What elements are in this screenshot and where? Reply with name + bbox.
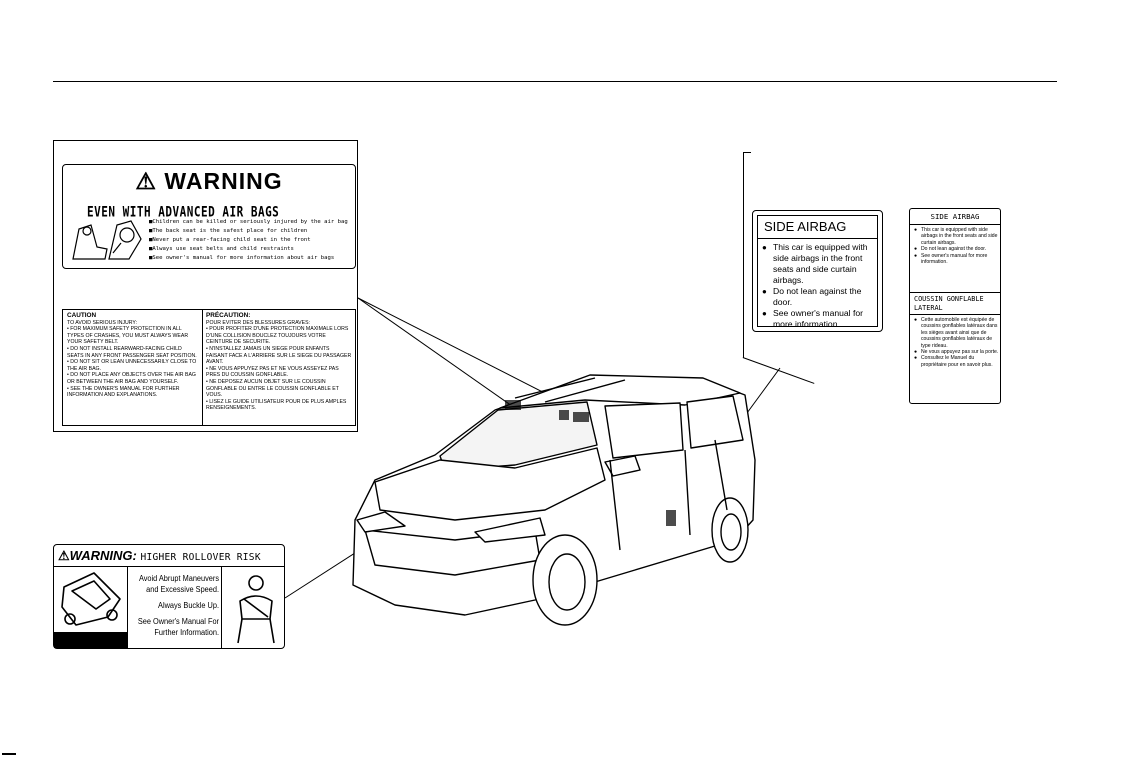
rollover-instructions: Avoid Abrupt Maneuvers and Excessive Spe… bbox=[136, 573, 219, 643]
coussin-item: Consultez le Manuel du propriétaire pour… bbox=[914, 355, 1000, 368]
header-rule bbox=[53, 81, 1057, 82]
coussin-list: Cette automobile est équipée de coussins… bbox=[914, 317, 1000, 368]
rollover-line: Avoid Abrupt Maneuvers and Excessive Spe… bbox=[138, 574, 219, 594]
callout-bracket bbox=[743, 152, 744, 358]
child-seat-icon bbox=[72, 220, 142, 260]
side-airbag-item: Do not lean against the door. bbox=[762, 286, 876, 308]
caution-item: • SEE THE OWNER'S MANUAL FOR FURTHER INF… bbox=[67, 385, 180, 399]
caution-english: CAUTION TO AVOID SERIOUS INJURY: • FOR M… bbox=[67, 312, 199, 399]
rollover-ground-bar bbox=[54, 632, 127, 648]
side-airbag-title: SIDE AIRBAG bbox=[764, 219, 847, 234]
side-airbag-label-frame: SIDE AIRBAG This car is equipped with si… bbox=[757, 215, 878, 330]
side-airbag-item: See owner's manual for more information. bbox=[914, 253, 1000, 266]
precaution-item: • NE VOUS APPUYEZ PAS ET NE VOUS ASSEYEZ… bbox=[206, 365, 339, 379]
caution-item: • DO NOT INSTALL REARWARD-FACING CHILD S… bbox=[67, 345, 197, 359]
divider bbox=[758, 238, 877, 239]
coussin-title-line2: LATERAL bbox=[914, 304, 943, 312]
warning-item: The back seat is the safest place for ch… bbox=[149, 227, 348, 236]
warning-item: Children can be killed or seriously inju… bbox=[149, 218, 347, 227]
warning-item: Always use seat belts and child restrain… bbox=[149, 245, 348, 254]
vehicle-illustration bbox=[352, 374, 756, 626]
caution-item: • DO NOT SIT OR LEAN UNNECESSARILY CLOSE… bbox=[67, 359, 197, 372]
rollover-warning-label: ⚠WARNING: HIGHER ROLLOVER RISK Avoid Abr… bbox=[53, 544, 285, 649]
precaution-item: • LISEZ LE GUIDE UTILISATEUR POUR DE PLU… bbox=[206, 398, 347, 412]
side-airbag-item: Do not lean against the door. bbox=[914, 246, 1000, 253]
divider bbox=[910, 314, 1000, 315]
caution-heading: TO AVOID SERIOUS INJURY: bbox=[67, 319, 138, 326]
divider bbox=[54, 566, 284, 567]
caution-label: CAUTION TO AVOID SERIOUS INJURY: • FOR M… bbox=[62, 309, 356, 426]
side-airbag-list: This car is equipped with side airbags i… bbox=[914, 227, 1000, 265]
side-airbag-list: This car is equipped with side airbags i… bbox=[762, 242, 876, 330]
caution-title: CAUTION bbox=[67, 312, 97, 319]
side-airbag-item: See owner's manual for more information. bbox=[762, 308, 876, 330]
callout-bracket-top bbox=[743, 152, 751, 153]
warning-item: Never put a rear-facing child seat in th… bbox=[149, 236, 348, 245]
precaution-item: • POUR PROFITER D'UNE PROTECTION MAXIMAL… bbox=[206, 326, 349, 346]
divider bbox=[221, 566, 222, 648]
coussin-item: Cette automobile est équipée de coussins… bbox=[914, 317, 1000, 349]
side-airbag-label-english: SIDE AIRBAG This car is equipped with si… bbox=[752, 210, 883, 332]
precaution-item: • N'INSTALLEZ JAMAIS UN SIEGE POUR ENFAN… bbox=[206, 345, 352, 366]
seatbelt-person-icon bbox=[237, 575, 275, 644]
precaution-heading: POUR EVITER DES BLESSURES GRAVES: bbox=[206, 319, 310, 326]
coussin-title-line1: COUSSIN GONFLABLE bbox=[914, 295, 984, 303]
warning-triangle-icon: ⚠ bbox=[135, 168, 158, 194]
side-airbag-title: SIDE AIRBAG bbox=[930, 212, 980, 221]
warning-item: See owner's manual for more information … bbox=[149, 254, 348, 263]
divider bbox=[127, 566, 128, 648]
page-marker bbox=[2, 753, 16, 755]
rollover-line: See Owner's Manual For Further Informati… bbox=[137, 617, 219, 637]
caution-item: • DO NOT PLACE ANY OBJECTS OVER THE AIR … bbox=[67, 372, 196, 385]
warning-subtitle: EVEN WITH ADVANCED AIR BAGS bbox=[87, 204, 280, 221]
divider bbox=[910, 292, 1000, 293]
rollover-risk-text: HIGHER ROLLOVER RISK bbox=[140, 552, 261, 563]
side-airbag-item: This car is equipped with side airbags i… bbox=[762, 242, 876, 286]
rollover-warning-word: WARNING: bbox=[69, 548, 137, 563]
rollover-header: ⚠WARNING: HIGHER ROLLOVER RISK bbox=[58, 548, 261, 564]
side-airbag-label-bilingual: SIDE AIRBAG This car is equipped with si… bbox=[909, 208, 1001, 404]
advanced-airbag-warning-label: ⚠ WARNING EVEN WITH ADVANCED AIR BAGS Ch… bbox=[62, 164, 356, 269]
airbag-labels-panel bbox=[53, 140, 358, 432]
caution-divider bbox=[202, 310, 203, 425]
rollover-line: Always Buckle Up. bbox=[158, 601, 219, 610]
warning-list: Children can be killed or seriously inju… bbox=[149, 218, 348, 263]
warning-triangle-icon: ⚠ bbox=[58, 548, 70, 563]
caution-item: • FOR MAXIMUM SAFETY PROTECTION IN ALL T… bbox=[67, 326, 189, 346]
precaution-title: PRÉCAUTION: bbox=[206, 312, 251, 319]
side-airbag-item: This car is equipped with side airbags i… bbox=[914, 227, 1000, 246]
caution-french: PRÉCAUTION: POUR EVITER DES BLESSURES GR… bbox=[206, 312, 352, 412]
rollover-vehicle-icon bbox=[61, 572, 121, 626]
coussin-item: Ne vous appuyez pas sur la porte. bbox=[914, 349, 1000, 356]
divider bbox=[910, 224, 1000, 225]
precaution-item: • NE DEPOSEZ AUCUN OBJET SUR LE COUSSIN … bbox=[206, 378, 339, 399]
warning-title: ⚠ WARNING bbox=[135, 168, 283, 194]
coussin-title: COUSSIN GONFLABLE LATERAL bbox=[914, 295, 984, 313]
